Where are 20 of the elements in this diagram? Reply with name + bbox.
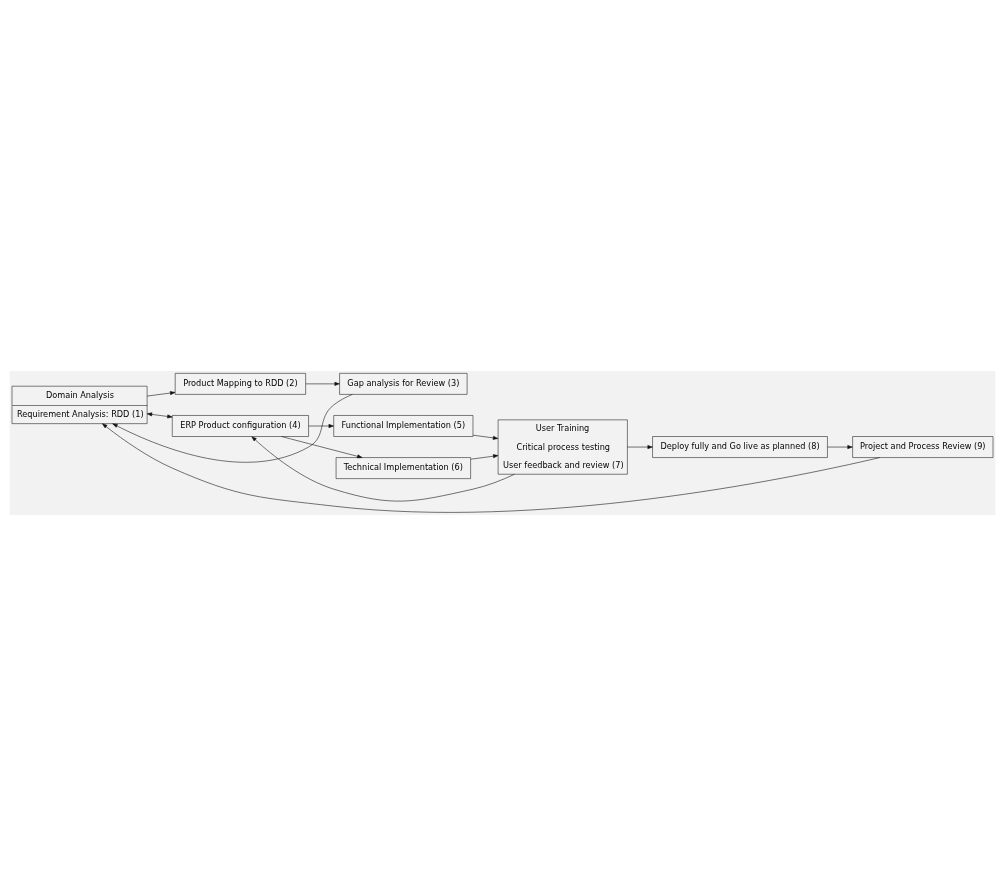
node-box: Product Mapping to RDD (2) bbox=[174, 373, 306, 395]
arrow bbox=[281, 436, 363, 459]
node-box: ERP Product configuration (4) bbox=[172, 415, 309, 437]
node-box: Project and Process Review (9) bbox=[852, 436, 994, 458]
arrow bbox=[112, 394, 353, 463]
arrow bbox=[102, 423, 880, 513]
node-box: Functional Implementation (5) bbox=[333, 415, 474, 437]
arrow bbox=[470, 454, 499, 460]
arrow bbox=[627, 445, 653, 449]
node-box: Gap analysis for Review (3) bbox=[339, 373, 468, 395]
node-box: User Training Critical process testing User feedback and review (7) bbox=[497, 419, 628, 475]
arrow bbox=[146, 412, 173, 419]
arrow bbox=[472, 434, 499, 440]
arrow bbox=[251, 436, 515, 502]
arrow bbox=[308, 424, 334, 428]
arrow bbox=[827, 445, 853, 449]
arrow bbox=[305, 381, 340, 386]
arrow bbox=[146, 391, 176, 397]
node-box: Deploy fully and Go live as planned (8) bbox=[652, 436, 828, 458]
node-box: Technical Implementation (6) bbox=[335, 457, 471, 479]
